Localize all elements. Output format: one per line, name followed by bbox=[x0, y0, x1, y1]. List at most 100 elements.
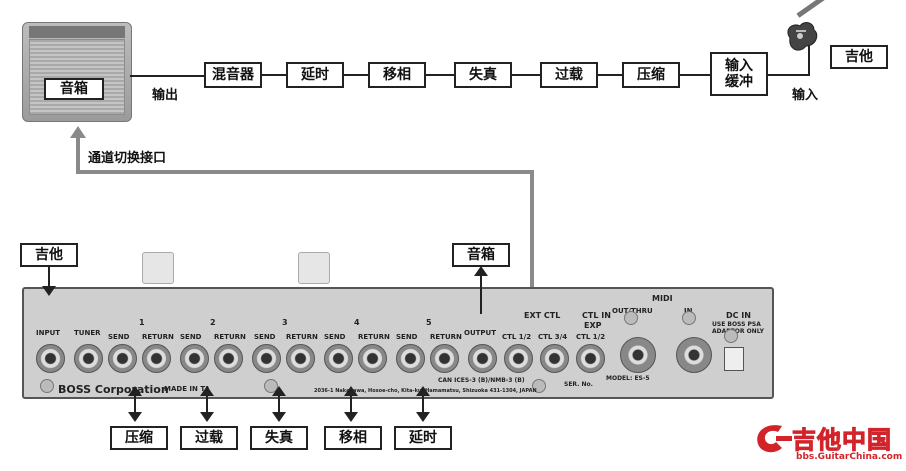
loop-4-number: 4 bbox=[354, 318, 360, 327]
chain-link-7 bbox=[768, 74, 808, 76]
loop-2-number: 2 bbox=[210, 318, 216, 327]
adaptor-label: ADAPTOR ONLY bbox=[712, 328, 764, 335]
loop-3-number: 3 bbox=[282, 318, 288, 327]
screw-hole-5 bbox=[682, 311, 696, 325]
loop-2-return-jack bbox=[214, 344, 243, 373]
effect-compressor: 压缩 bbox=[622, 62, 680, 88]
loop-1-send-jack bbox=[108, 344, 137, 373]
screw-hole-3 bbox=[532, 379, 546, 393]
channel-switch-line-up bbox=[76, 136, 80, 172]
watermark-logo: 吉他中国 bbs.GuitarChina.com bbox=[752, 418, 902, 466]
output-jack-label: OUTPUT bbox=[464, 329, 496, 337]
channel-switch-line-down bbox=[530, 170, 534, 294]
serial-text: SER. No. bbox=[564, 381, 593, 388]
loop-5-send-jack bbox=[396, 344, 425, 373]
loop-5-send-label: SEND bbox=[396, 333, 418, 341]
screw-hole-6 bbox=[724, 329, 738, 343]
guitar-illustration bbox=[787, 0, 836, 51]
loop-3-send-jack bbox=[252, 344, 281, 373]
loop-1-return-label: RETURN bbox=[142, 333, 174, 341]
chain-link-4 bbox=[512, 74, 540, 76]
dc-in-label: DC IN bbox=[726, 311, 751, 320]
chain-link-6 bbox=[680, 74, 710, 76]
loop-5-number: 5 bbox=[426, 318, 432, 327]
amp-label-bottom: 音箱 bbox=[452, 243, 510, 267]
tuner-jack-label: TUNER bbox=[74, 329, 101, 337]
loop-3-label: 失真 bbox=[250, 426, 308, 450]
ctl-in-jack bbox=[576, 344, 605, 373]
loop-1-arrow-down bbox=[128, 412, 142, 422]
effect-distortion: 失真 bbox=[454, 62, 512, 88]
chain-link-3 bbox=[426, 74, 454, 76]
loop-2-send-label: SEND bbox=[180, 333, 202, 341]
effect-overdrive: 过载 bbox=[540, 62, 598, 88]
midi-in-jack bbox=[676, 337, 712, 373]
loop-4-label: 移相 bbox=[324, 426, 382, 450]
guitar-cable bbox=[808, 46, 810, 76]
screw-hole-1 bbox=[40, 379, 54, 393]
guitar-to-input-line bbox=[48, 267, 50, 287]
loop-2-label: 过载 bbox=[180, 426, 238, 450]
loop-4-send-jack bbox=[324, 344, 353, 373]
loop-4-arrow-down bbox=[344, 412, 358, 422]
footswitch-2 bbox=[298, 252, 330, 284]
chain-link-2 bbox=[344, 74, 368, 76]
midi-label: MIDI bbox=[652, 294, 673, 303]
loop-5-return-label: RETURN bbox=[430, 333, 462, 341]
guitar-label-top: 吉他 bbox=[830, 45, 888, 69]
guitar-label-bottom: 吉他 bbox=[20, 243, 78, 267]
watermark-text: 吉他中国 bbox=[792, 426, 892, 455]
loop-3-arrow-down bbox=[272, 412, 286, 422]
loop-3-arrow-up bbox=[272, 386, 286, 396]
loop-2-send-jack bbox=[180, 344, 209, 373]
effect-phaser: 移相 bbox=[368, 62, 426, 88]
loop-2-line bbox=[206, 394, 208, 414]
channel-switch-arrow bbox=[70, 126, 86, 138]
loop-1-send-label: SEND bbox=[108, 333, 130, 341]
channel-switch-label: 通道切换接口 bbox=[88, 151, 167, 166]
psa-label: USE BOSS PSA bbox=[712, 321, 761, 328]
effect-mixer: 混音器 bbox=[204, 62, 262, 88]
output-arrow bbox=[474, 266, 488, 276]
midi-out-jack bbox=[620, 337, 656, 373]
loop-5-label: 延时 bbox=[394, 426, 452, 450]
loop-5-line bbox=[422, 394, 424, 414]
screw-hole-4 bbox=[624, 311, 638, 325]
guitar-china-logo-icon bbox=[757, 425, 792, 453]
channel-switch-line-h bbox=[76, 170, 532, 174]
made-in-text: MADE IN TA bbox=[164, 385, 210, 393]
watermark-url: bbs.GuitarChina.com bbox=[796, 452, 903, 462]
loop-2-return-label: RETURN bbox=[214, 333, 246, 341]
input-arrow bbox=[42, 286, 56, 296]
ext-ctl-label: EXT CTL bbox=[524, 311, 561, 320]
loop-1-line bbox=[134, 394, 136, 414]
dc-in-jack bbox=[724, 347, 744, 371]
loop-1-arrow-up bbox=[128, 386, 142, 396]
loop-5-return-jack bbox=[430, 344, 459, 373]
loop-4-line bbox=[350, 394, 352, 414]
loop-3-return-jack bbox=[286, 344, 315, 373]
loop-4-send-label: SEND bbox=[324, 333, 346, 341]
loop-1-return-jack bbox=[142, 344, 171, 373]
output-to-amp-line bbox=[480, 276, 482, 314]
loop-3-send-label: SEND bbox=[254, 333, 276, 341]
loop-3-return-label: RETURN bbox=[286, 333, 318, 341]
can-ices-text: CAN ICES-3 (B)/NMB-3 (B) bbox=[438, 377, 525, 384]
ctl12-label: CTL 1/2 bbox=[502, 333, 532, 341]
output-jack bbox=[468, 344, 497, 373]
ctl34-label: CTL 3/4 bbox=[538, 333, 568, 341]
input-jack bbox=[36, 344, 65, 373]
loop-1-number: 1 bbox=[139, 318, 145, 327]
brand-text: BOSS Corporation bbox=[58, 383, 169, 396]
loop-3-line bbox=[278, 394, 280, 414]
amplifier-illustration bbox=[22, 22, 132, 122]
amp-label-top: 音箱 bbox=[44, 78, 104, 100]
loop-2-arrow-down bbox=[200, 412, 214, 422]
output-label: 输出 bbox=[152, 88, 179, 103]
exp-label: EXP bbox=[584, 321, 602, 330]
ctl-in-label: CTL IN bbox=[582, 311, 611, 320]
loop-4-return-jack bbox=[358, 344, 387, 373]
ctl12-jack bbox=[504, 344, 533, 373]
chain-link-1 bbox=[262, 74, 286, 76]
ctl34-jack bbox=[540, 344, 569, 373]
